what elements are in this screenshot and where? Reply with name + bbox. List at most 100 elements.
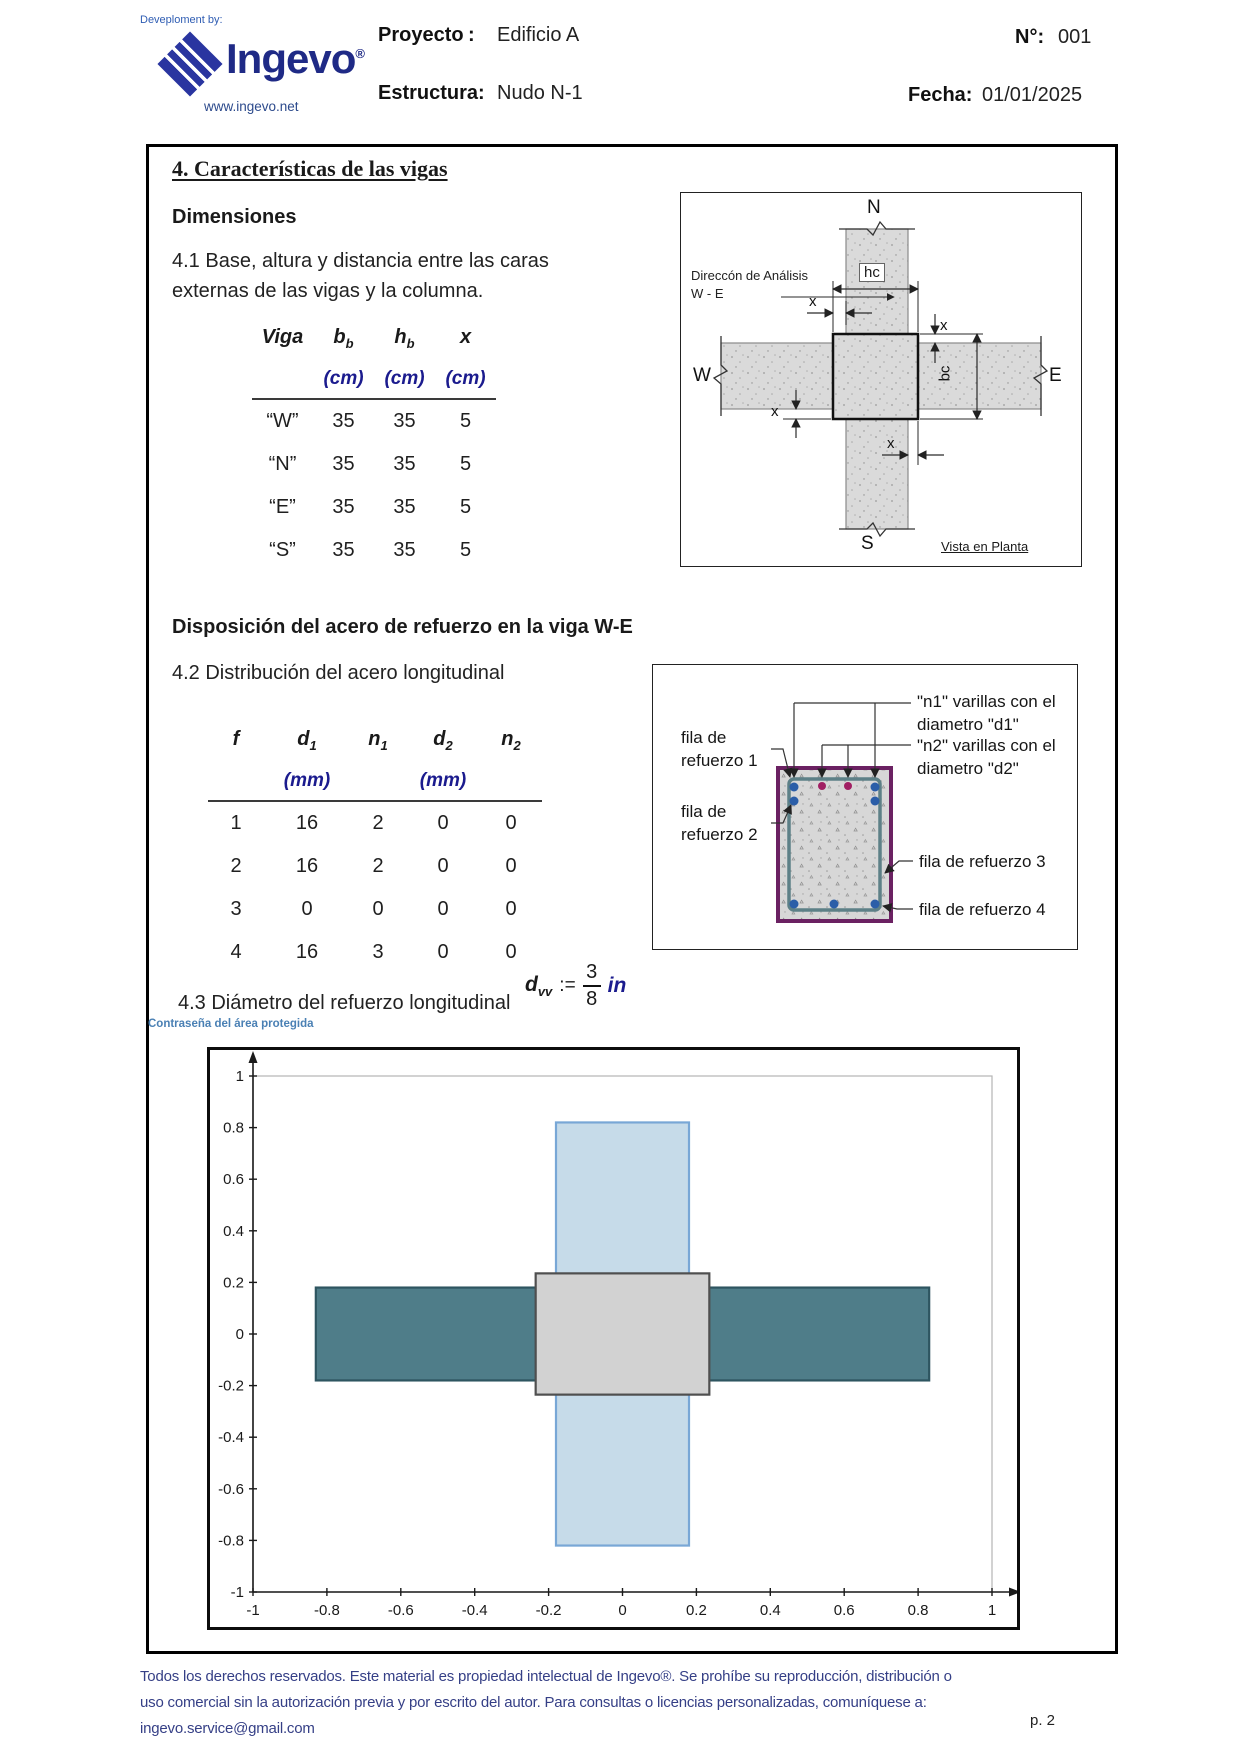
- y-tick-label: 0.6: [223, 1171, 244, 1188]
- y-tick-label: 0.8: [223, 1120, 244, 1137]
- dvv-formula: dvv := 3 8 in: [525, 962, 626, 1010]
- plan-label-north: N: [867, 197, 881, 218]
- plan-view-drawing: [712, 220, 1049, 538]
- footer-line: uso comercial sin la autorización previa…: [140, 1694, 927, 1711]
- paragraph-4-1: 4.1 Base, altura y distancia entre las c…: [172, 250, 549, 302]
- table-row: “S” 35 35 5: [269, 539, 472, 561]
- x-tick-label: -0.2: [536, 1602, 562, 1619]
- col-header-n2: n2: [501, 727, 521, 753]
- formula-fraction: 3 8: [582, 962, 601, 1010]
- footer-line: Todos los derechos reservados. Este mate…: [140, 1668, 952, 1685]
- col-header-f: f: [232, 727, 240, 750]
- direction-label-line2: W - E: [691, 286, 724, 301]
- steel-table: f d1 n1 d2 n2 (mm) (mm) 1 16 2 0 0: [208, 718, 542, 974]
- page-number: p. 2: [1030, 1712, 1056, 1729]
- proyecto-label: Proyecto: [378, 24, 464, 46]
- y-tick-label: -1: [231, 1584, 244, 1601]
- table-rule: [208, 800, 542, 802]
- x-axis-arrow-icon: [1009, 1587, 1021, 1597]
- dimensions-table-header: Viga bb hb x: [252, 316, 496, 360]
- beam-cross-section-diagram: fila de refuerzo 1 fila de refuerzo 2 "n…: [652, 664, 1078, 950]
- brand-name: Ingevo®: [226, 35, 365, 82]
- fila-refuerzo-3-label: fila de refuerzo 3: [919, 852, 1046, 871]
- y-tick-label: 1: [236, 1068, 244, 1085]
- y-tick-label: -0.8: [218, 1532, 244, 1549]
- x-tick-label: -0.8: [314, 1602, 340, 1619]
- direction-label-line1: Direccón de Análisis: [691, 268, 809, 283]
- table-row: “N” 35 35 5: [268, 453, 472, 475]
- table-row: 2 16 2 0 0: [230, 855, 517, 877]
- fecha-label: Fecha:: [908, 84, 973, 106]
- y-tick-label: 0.4: [223, 1223, 244, 1240]
- col-header-x: x: [459, 325, 472, 348]
- bc-dimension-label: bc: [936, 365, 954, 382]
- x-tick-label: 0.6: [834, 1602, 855, 1619]
- fecha-value: 01/01/2025: [982, 84, 1083, 106]
- plan-label-west: W: [693, 365, 711, 386]
- plan-label-east: E: [1049, 365, 1062, 386]
- dimensiones-heading: Dimensiones: [172, 206, 297, 228]
- col-header-n1: n1: [368, 727, 388, 753]
- x-tick-label: 0.8: [908, 1602, 929, 1619]
- chart-shape-column: [534, 1272, 711, 1396]
- section-title: 4. Características de las vigas: [172, 156, 448, 181]
- y-tick-label: -0.2: [218, 1378, 244, 1395]
- fila-refuerzo-1-label: fila de refuerzo 1: [681, 728, 758, 770]
- dimensions-table: Viga bb hb x (cm) (cm) (cm) “W” 35 35 5: [252, 316, 496, 572]
- formula-variable: dvv: [525, 972, 553, 1000]
- fraction-bar: [582, 985, 601, 987]
- plan-view-diagram: N W E S hc bc x x x x Direccón de Anális…: [680, 192, 1082, 567]
- formula-assign: :=: [559, 975, 576, 996]
- y-tick-label: -0.4: [218, 1429, 244, 1446]
- hc-dimension-label: hc: [859, 263, 885, 282]
- x-dimension-label-top: x: [809, 293, 817, 310]
- numero-value: 001: [1058, 26, 1092, 48]
- n1-varillas-label: "n1" varillas con el diametro "d1": [917, 692, 1056, 734]
- development-by-label: Deveploment by:: [140, 14, 223, 26]
- footer-email[interactable]: ingevo.service@gmail.com: [140, 1720, 315, 1737]
- col-header-d2: d2: [433, 727, 453, 753]
- plan-caption: Vista en Planta: [941, 539, 1029, 554]
- website-link[interactable]: www.ingevo.net: [204, 99, 299, 114]
- y-axis-arrow-icon: [248, 1051, 258, 1063]
- col-header-bb: bb: [333, 325, 354, 351]
- x-tick-label: -1: [246, 1602, 259, 1619]
- x-tick-label: 0: [618, 1602, 626, 1619]
- cross-section-drawing: [771, 702, 913, 923]
- rebar-heading: Disposición del acero de refuerzo en la …: [172, 616, 633, 638]
- dimensions-table-units: (cm) (cm) (cm): [323, 368, 486, 389]
- table-row: 4 16 3 0 0: [230, 941, 517, 963]
- x-dimension-label-bottom-left: x: [771, 403, 779, 420]
- y-tick-label: 0: [236, 1326, 244, 1343]
- registered-mark: ®: [355, 46, 365, 61]
- col-header-d1: d1: [297, 727, 317, 753]
- n2-varillas-label: "n2" varillas con el diametro "d2": [917, 736, 1056, 778]
- plan-label-south: S: [861, 533, 874, 554]
- paragraph-4-2: 4.2 Distribución del acero longitudinal: [172, 662, 505, 684]
- table-row: 3 0 0 0 0: [230, 898, 517, 920]
- fila-refuerzo-2-label: fila de refuerzo 2: [681, 802, 758, 844]
- x-tick-label: 0.2: [686, 1602, 707, 1619]
- y-tick-label: 0.2: [223, 1274, 244, 1291]
- x-dimension-label-bottom-right: x: [887, 435, 895, 452]
- col-header-viga: Viga: [261, 325, 304, 348]
- x-tick-label: -0.4: [462, 1602, 488, 1619]
- steel-table-header: f d1 n1 d2 n2: [208, 718, 542, 762]
- estructura-label: Estructura:: [378, 82, 485, 104]
- x-dimension-label-right: x: [940, 317, 948, 334]
- fila-refuerzo-4-label: fila de refuerzo 4: [919, 900, 1046, 919]
- table-row: 1 16 2 0 0: [230, 812, 517, 834]
- table-row: “E” 35 35 5: [269, 496, 472, 518]
- x-tick-label: -0.6: [388, 1602, 414, 1619]
- content-frame: [146, 144, 1118, 1654]
- numero-label: N°:: [1015, 26, 1045, 48]
- formula-unit: in: [607, 974, 627, 997]
- table-rule: [252, 398, 496, 400]
- x-tick-label: 1: [988, 1602, 996, 1619]
- paragraph-4-3: 4.3 Diámetro del refuerzo longitudinal: [178, 992, 511, 1014]
- col-header-hb: hb: [394, 325, 415, 351]
- y-tick-label: -0.6: [218, 1481, 244, 1498]
- protected-area-note: Contraseña del área protegida: [148, 1018, 314, 1030]
- proyecto-colon: :: [468, 24, 475, 46]
